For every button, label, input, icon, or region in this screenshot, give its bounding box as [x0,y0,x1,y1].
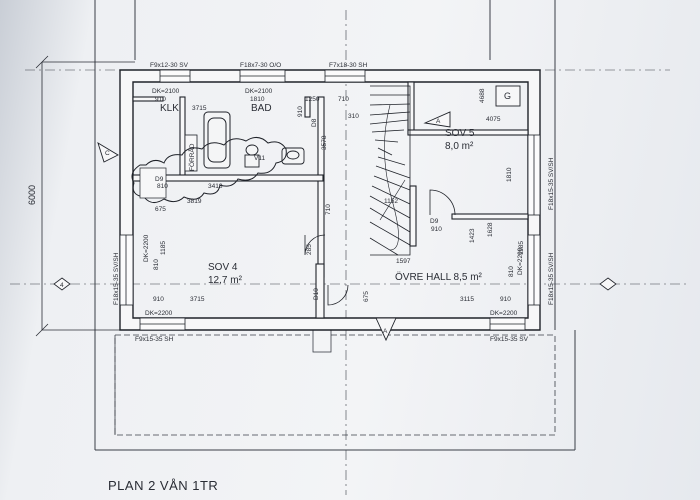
door-label-d8-bad: D8 [311,118,318,127]
door-label-d9-sov4: D9 [155,176,164,183]
section-label-c: C [105,150,110,157]
window-label-left: F18x15-35 SV/SH [113,252,120,305]
dim-910-e: 910 [500,296,511,303]
dim-910-b: 910 [297,106,304,117]
dim-3715-b: 3715 [190,296,205,303]
dim-710-b: 710 [325,204,332,215]
window-label-top-right: F7x18-30 SH [329,62,368,69]
dim-810-b: 810 [153,259,160,270]
room-label-bad: BAD [251,103,272,114]
room-label-hall: ÖVRE HALL 8,5 m² [395,271,483,283]
section-label-sov5: A [436,118,441,125]
overall-dimension-line [35,55,135,337]
room-label-sov4: SOV 4 [208,262,238,273]
door-label-dk-bad: DK=2100 [245,88,273,95]
door-label-dk-left: DK=2200 [143,234,150,262]
door-label-d10: D10 [313,288,320,300]
dim-910-d: 910 [153,296,164,303]
section-markers [97,111,451,342]
plan-title: PLAN 2 VÅN 1TR [108,478,219,493]
dim-3715-a: 3715 [192,105,207,112]
window-label-top-mid: F18x7-30 O/O [240,62,281,69]
window-openings [119,69,541,331]
grid-label-left: 4 [60,282,64,289]
window-label-right-lower: F18x15-35 SV/SH [548,252,555,305]
inner-walls [132,81,529,319]
door-label-dk-bottom-right: DK=2200 [490,310,518,317]
room-area-sov5: 8,0 m² [445,141,474,152]
window-label-right-upper: F18x15-35 SV/SH [548,157,555,210]
bathtub [203,111,231,169]
overall-dimension-text: 6000 [27,185,37,205]
revision-cloud [131,137,287,203]
window-label-bottom-right: F9x15-35 SV [490,336,529,343]
dim-1185-b: 1185 [518,241,525,255]
garderob-label: G [504,91,511,101]
dim-3819: 3819 [187,198,202,205]
room-label-klk: KLK [160,103,179,114]
washbasin [281,147,305,165]
door-swings [304,189,456,306]
dimension-texts: 910 1810 1250 710 3715 910 310 3578 4688… [153,88,525,303]
toilet [244,144,260,168]
dim-3115: 3115 [460,296,474,303]
garderob-box [495,85,521,107]
storage-cabinet [184,134,198,172]
dim-4688: 4688 [479,88,486,103]
window-label-bottom-left: F9x15-35 SH [135,336,174,343]
door-label-dk-klk: DK=2100 [152,88,180,95]
dim-1810-b: 1810 [506,167,513,182]
dim-910-a: 910 [155,96,166,103]
dim-1185-a: 1185 [160,241,167,255]
room-label-sov5: SOV 5 [445,128,475,139]
room-area-sov4: 12,7 m² [208,275,243,286]
dim-1250: 1250 [305,96,320,103]
fixture-label-v11: V11 [254,155,265,162]
window-label-top-left: F9x12-30 SV [150,62,189,69]
dim-4075: 4075 [486,116,501,123]
dim-310: 310 [348,113,359,120]
roof-outline [114,319,556,436]
dim-3418: 3418 [208,183,223,190]
dim-910-c: 910 [431,226,442,233]
door-label-dk-bottom-left: DK=2200 [145,310,173,317]
section-label-hall: A [383,328,388,335]
dim-1152: 1152 [384,198,398,205]
dim-1810-a: 1810 [250,96,265,103]
grid-markers [53,277,617,291]
dim-675-b: 675 [363,291,370,302]
dim-710-a: 710 [338,96,349,103]
dim-1597: 1597 [396,258,411,265]
dim-1628: 1628 [487,222,494,237]
door-label-d9-sov5: D9 [430,218,439,225]
fixture-label-forrad: FÖRRÅD [187,143,196,171]
door-label-dk-right: DK=2200 [517,247,524,275]
sheet-frame [10,0,690,495]
dim-675-a: 675 [155,206,166,213]
dim-1423: 1423 [469,228,476,243]
dim-285: 285 [306,244,313,255]
dim-810-a: 810 [157,183,168,190]
dim-810-c: 810 [508,266,515,277]
staircase [369,85,411,256]
dim-3578: 3578 [321,135,328,150]
